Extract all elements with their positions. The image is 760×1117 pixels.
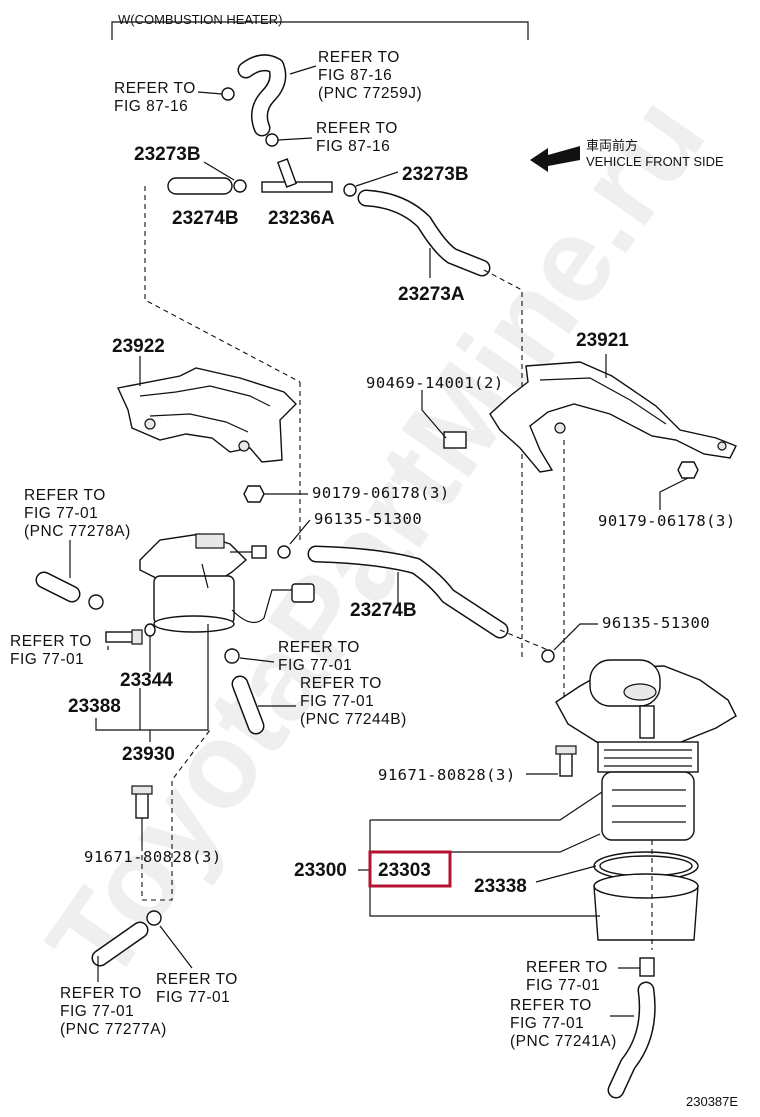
pn-90469: 90469-14001(2) xyxy=(366,374,504,392)
clamp-96135-right xyxy=(541,649,555,663)
fuel-filter-left xyxy=(139,533,267,633)
nut-90179-right xyxy=(677,461,699,479)
ref-line: FIG 87-16 xyxy=(318,67,392,84)
hose-23273A xyxy=(357,189,491,277)
bolt-91671-right xyxy=(555,745,577,777)
ref-line: (PNC 77277A) xyxy=(60,1021,167,1038)
section-bracket xyxy=(111,21,529,40)
pn-23303: 23303 xyxy=(378,860,431,881)
section-label: W(COMBUSTION HEATER) xyxy=(118,12,282,27)
pn-23273B-right: 23273B xyxy=(402,164,469,185)
clamp-left-lower xyxy=(224,648,240,664)
ref-r2: REFER TO FIG 87-16 xyxy=(114,80,196,115)
pn-91671-right: 91671-80828(3) xyxy=(378,766,516,784)
ref-line: FIG 77-01 xyxy=(510,1015,584,1032)
ref-r3: REFER TO FIG 87-16 xyxy=(316,120,398,155)
ref-line: REFER TO xyxy=(316,120,398,137)
ref-line: FIG 77-01 xyxy=(24,505,98,522)
sensor-23388 xyxy=(105,629,143,645)
oring-23344 xyxy=(144,623,156,637)
hose-left-lower xyxy=(231,675,265,735)
hose-23274B-main xyxy=(307,545,509,639)
direction-label-en: VEHICLE FRONT SIDE xyxy=(586,154,724,169)
ref-line: (PNC 77244B) xyxy=(300,711,407,728)
highlight-box-23303 xyxy=(368,850,452,888)
pn-96135-upper: 96135-51300 xyxy=(314,510,422,528)
bolt-91671-left xyxy=(131,785,153,819)
pn-23274B-upper: 23274B xyxy=(172,208,239,229)
ref-line: (PNC 77278A) xyxy=(24,523,131,540)
hose-23274B-top xyxy=(167,177,247,195)
ref-line: REFER TO xyxy=(114,80,196,97)
pn-23274B-main: 23274B xyxy=(350,600,417,621)
pn-23388: 23388 xyxy=(68,696,121,717)
ref-line: FIG 77-01 xyxy=(300,693,374,710)
pn-23273B-upper: 23273B xyxy=(134,144,201,165)
pn-90179-left: 90179-06178(3) xyxy=(312,484,450,502)
ref-line: REFER TO xyxy=(278,639,360,656)
hose-left-upper xyxy=(35,571,104,610)
pn-91671-left: 91671-80828(3) xyxy=(84,848,222,866)
clip-90469 xyxy=(443,431,467,449)
ref-r11: REFER TO FIG 77-01 (PNC 77241A) xyxy=(510,997,617,1050)
pn-23344: 23344 xyxy=(120,670,173,691)
ref-line: FIG 87-16 xyxy=(316,138,390,155)
ref-line: REFER TO xyxy=(318,49,400,66)
ref-line: REFER TO xyxy=(156,971,238,988)
hose-left-bottom xyxy=(91,910,162,967)
drain-fitting xyxy=(639,957,655,977)
ref-line: REFER TO xyxy=(510,997,592,1014)
pn-23273A: 23273A xyxy=(398,284,465,305)
ref-line: FIG 77-01 xyxy=(278,657,352,674)
filter-bowl xyxy=(593,873,699,941)
hose-right-bottom xyxy=(607,981,656,1099)
pn-23922: 23922 xyxy=(112,336,165,357)
fuel-filter-right xyxy=(555,659,737,841)
ref-r8: REFER TO FIG 77-01 (PNC 77277A) xyxy=(60,985,167,1038)
direction-label-jp: 車両前方 xyxy=(586,138,638,153)
ref-r5: REFER TO FIG 77-01 xyxy=(10,633,92,668)
ref-r6: REFER TO FIG 77-01 xyxy=(278,639,360,674)
ref-line: (PNC 77241A) xyxy=(510,1033,617,1050)
pn-23338: 23338 xyxy=(474,876,527,897)
ref-line: REFER TO xyxy=(300,675,382,692)
pn-96135-lower: 96135-51300 xyxy=(602,614,710,632)
heater-hose-top xyxy=(237,54,287,137)
bracket-23922 xyxy=(116,367,297,463)
ref-line: REFER TO xyxy=(60,985,142,1002)
ref-r7: REFER TO FIG 77-01 (PNC 77244B) xyxy=(300,675,407,728)
figure-code: 230387E xyxy=(686,1094,738,1109)
pn-23930: 23930 xyxy=(122,744,175,765)
ref-line: REFER TO xyxy=(10,633,92,650)
ref-line: FIG 77-01 xyxy=(10,651,84,668)
ref-r1: REFER TO FIG 87-16 (PNC 77259J) xyxy=(318,49,422,102)
ref-line: FIG 77-01 xyxy=(526,977,600,994)
ref-line: REFER TO xyxy=(24,487,106,504)
pn-90179-right: 90179-06178(3) xyxy=(598,512,736,530)
ref-line: (PNC 77259J) xyxy=(318,85,422,102)
ref-r9: REFER TO FIG 77-01 xyxy=(156,971,238,1006)
pn-23921: 23921 xyxy=(576,330,629,351)
pn-23300: 23300 xyxy=(294,860,347,881)
clamp-96135-left xyxy=(277,545,291,559)
front-direction-arrow: 車両前方 VEHICLE FRONT SIDE xyxy=(530,138,724,172)
ref-r10: REFER TO FIG 77-01 xyxy=(526,959,608,994)
ref-line: REFER TO xyxy=(526,959,608,976)
ref-line: FIG 87-16 xyxy=(114,98,188,115)
ref-line: FIG 77-01 xyxy=(156,989,230,1006)
hose-joint-23236A xyxy=(261,158,357,197)
pn-23236A: 23236A xyxy=(268,208,335,229)
bracket-23921 xyxy=(489,361,737,473)
sensor-connector xyxy=(291,583,315,603)
ref-line: FIG 77-01 xyxy=(60,1003,134,1020)
nut-90179-left xyxy=(243,485,265,503)
ref-r4: REFER TO FIG 77-01 (PNC 77278A) xyxy=(24,487,131,540)
